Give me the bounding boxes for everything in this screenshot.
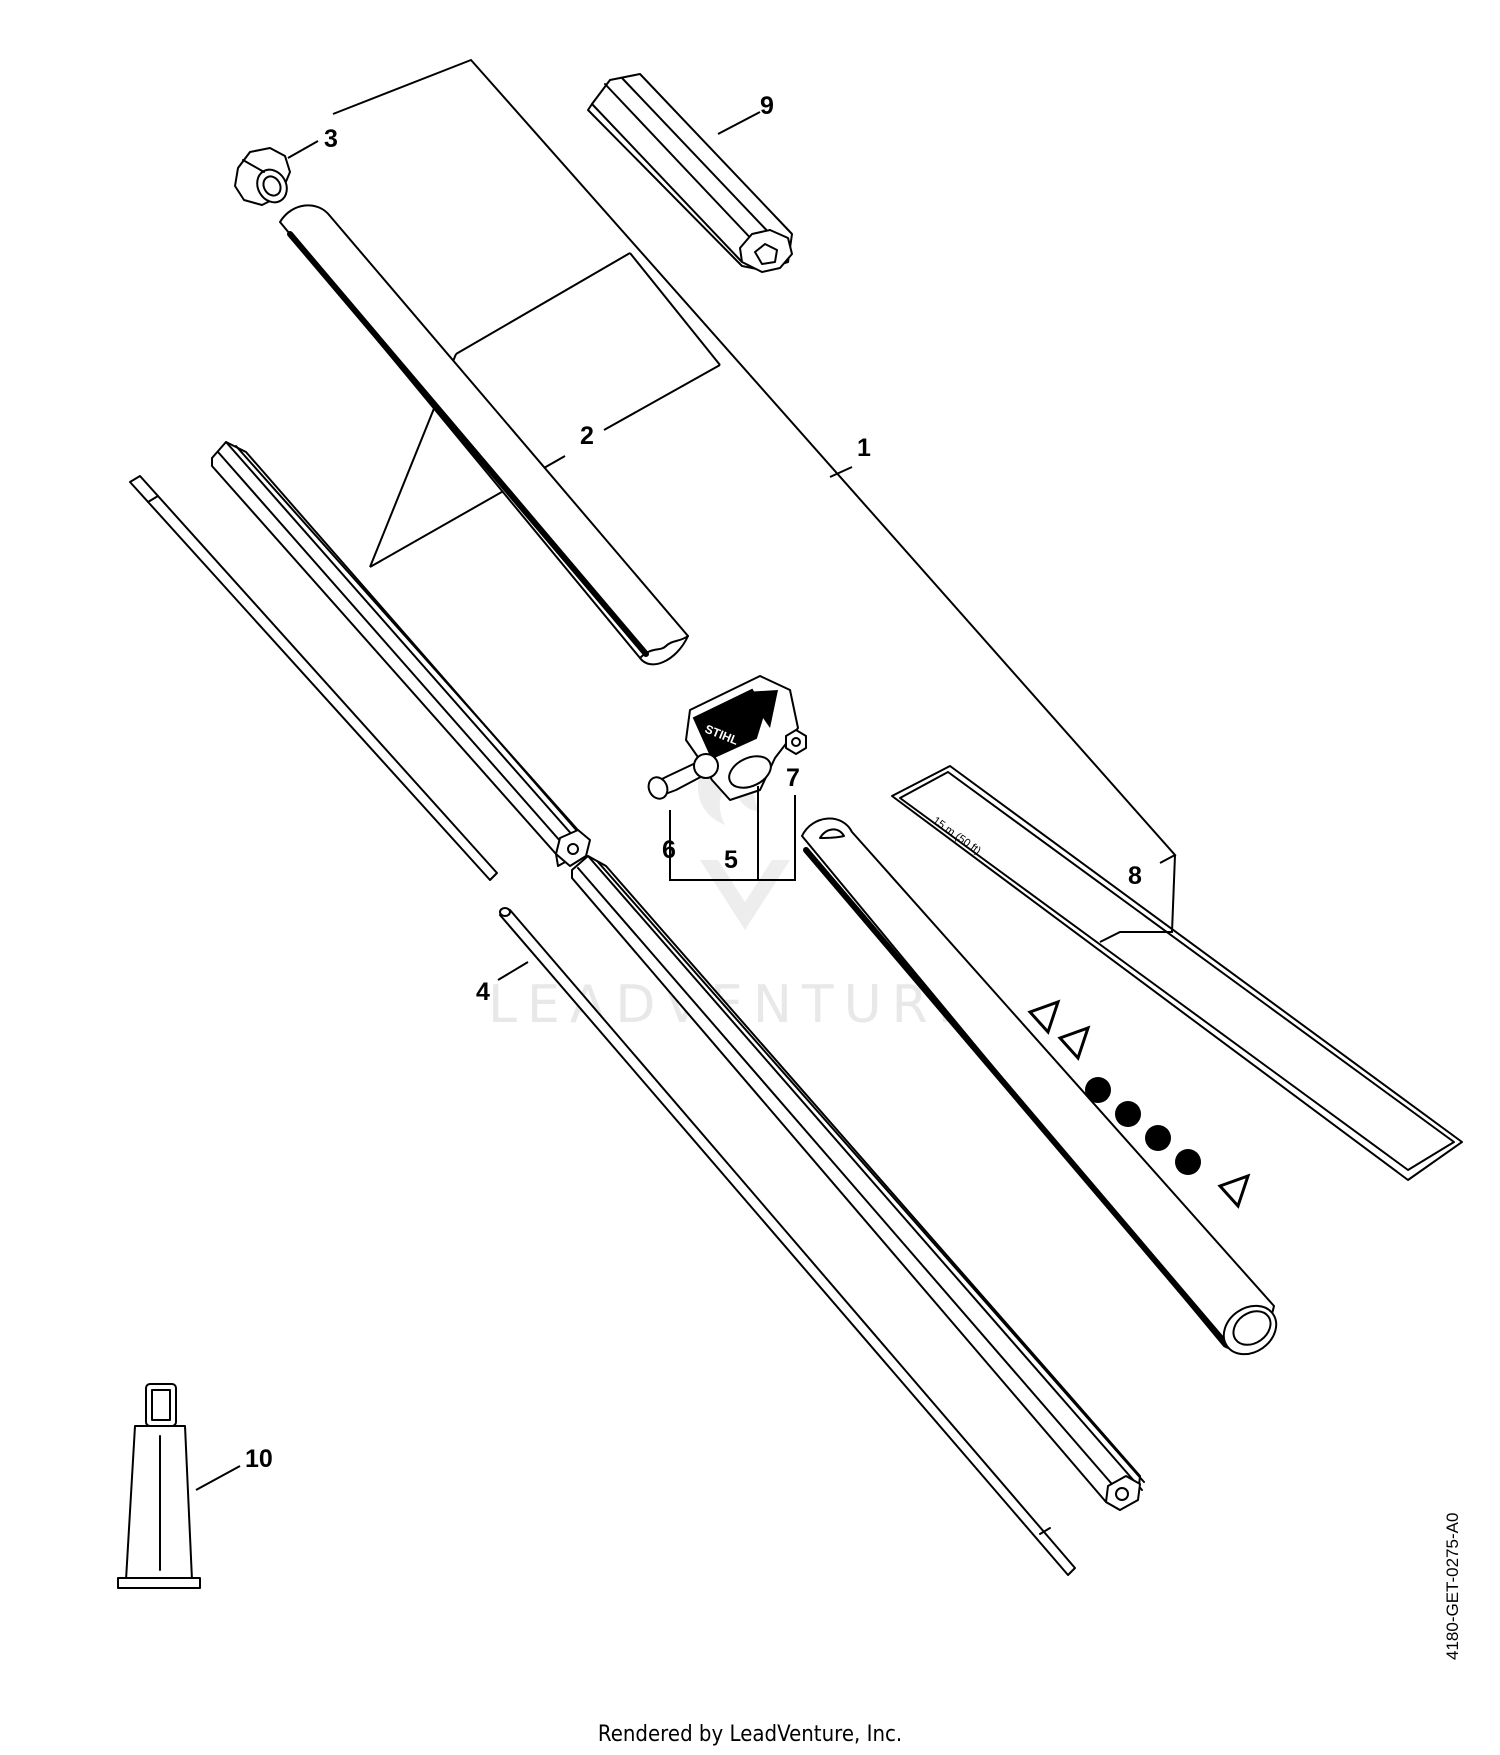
grease-tube-part-10 — [117, 1383, 241, 1589]
callout-1: 1 — [857, 434, 871, 462]
callout-1-leader — [332, 58, 1177, 864]
sleeve-part-9 — [587, 73, 793, 273]
callout-4: 4 — [476, 978, 490, 1006]
upper-liner — [211, 441, 591, 867]
callout-8: 8 — [1128, 862, 1142, 890]
drive-shaft-part-4 — [129, 475, 1076, 1576]
callout-7: 7 — [786, 764, 800, 792]
callout-9: 9 — [760, 92, 774, 120]
upper-tube-part-2 — [279, 204, 689, 666]
rendered-by-footer: Rendered by LeadVenture, Inc. — [597, 1722, 903, 1747]
callout-3: 3 — [324, 125, 338, 153]
callout-6: 6 — [662, 836, 676, 864]
callout-2: 2 — [580, 422, 594, 450]
lower-liner — [571, 855, 1145, 1511]
bushing-part-3 — [234, 140, 319, 206]
clamp-assembly-part-5: STIHL — [647, 675, 807, 881]
document-id: 4180-GET-0275-A0 — [1443, 1512, 1462, 1660]
callout-10: 10 — [245, 1445, 273, 1473]
lower-tube — [801, 817, 1278, 1356]
callout-5: 5 — [724, 846, 738, 874]
callout-labels: 1 2 3 4 5 6 7 8 9 10 — [245, 92, 1142, 1473]
